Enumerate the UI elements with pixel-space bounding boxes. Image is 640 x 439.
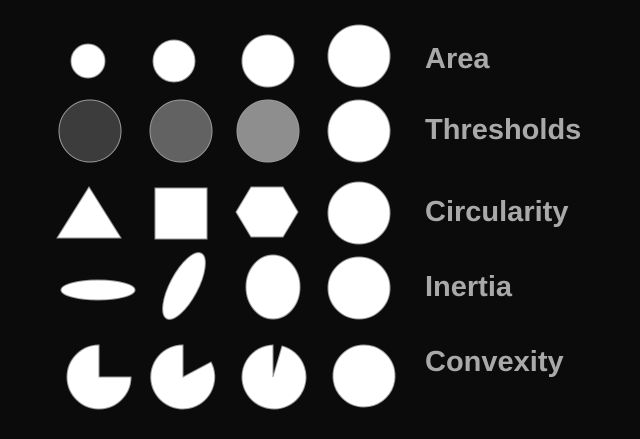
circularity-shape-3 [235,186,299,238]
row-label-area: Area [425,43,490,75]
row-label-thresholds: Thresholds [425,114,582,146]
row-label-convexity: Convexity [425,346,564,378]
area-shape-2 [152,39,196,83]
convexity-shape-4 [332,344,396,408]
convexity-shape-3 [241,344,307,410]
inertia-shape-2 [162,252,206,320]
inertia-shape-4 [327,256,391,320]
inertia-shape-1 [60,279,136,301]
row-label-inertia: Inertia [425,271,513,303]
circularity-shape-4 [327,181,391,245]
inertia-shape-3 [245,254,301,320]
thresholds-shape-1 [58,99,122,163]
thresholds-shape-2 [149,99,213,163]
convexity-shape-2 [150,344,216,410]
area-shape-1 [70,43,106,79]
area-shape-4 [327,24,391,88]
row-label-circularity: Circularity [425,196,569,228]
area-shape-3 [241,34,295,88]
circularity-shape-1 [56,186,122,239]
circularity-shape-2 [154,187,208,240]
thresholds-shape-3 [236,99,300,163]
convexity-shape-1 [66,344,132,410]
thresholds-shape-4 [327,99,391,163]
